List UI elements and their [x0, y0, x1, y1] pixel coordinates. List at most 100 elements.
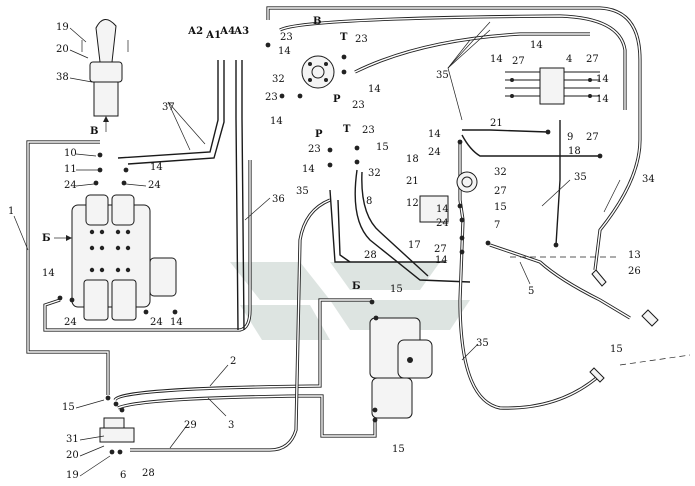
callout-14f: 14	[42, 268, 55, 279]
callout-31: 31	[66, 434, 79, 445]
callout-14h: 14	[428, 129, 441, 140]
callout-14b: 14	[368, 84, 381, 95]
callout-34b: 35	[436, 70, 449, 81]
callout-27d: 27	[586, 54, 599, 65]
port-label-t-mid: Т	[343, 124, 351, 135]
callout-38: 38	[56, 72, 69, 83]
pressure-gauge	[419, 171, 478, 223]
callout-4: 4	[566, 54, 572, 65]
callout-19: 19	[66, 470, 79, 481]
callout-25b: 24	[148, 180, 161, 191]
callout-25f: 24	[436, 218, 449, 229]
port-label-v-left: В	[90, 126, 98, 137]
callout-26: 26	[628, 266, 641, 277]
callout-16a: 15	[390, 284, 403, 295]
callout-15b: 15	[494, 202, 507, 213]
rotary-distributor	[301, 55, 335, 89]
callout-24a: 23	[280, 32, 293, 43]
callout-14m: 14	[596, 74, 609, 85]
callout-24b: 23	[355, 34, 368, 45]
callout-30b: 32	[368, 168, 381, 179]
callout-21: 20	[56, 44, 69, 55]
fittings	[57, 42, 603, 455]
port-label-a3: А3	[234, 26, 249, 37]
callout-16d: 15	[62, 402, 75, 413]
callout-14j: 14	[435, 255, 448, 266]
port-label-v-top: В	[313, 16, 321, 27]
callout-15a: 15	[376, 142, 389, 153]
callout-35: 35	[574, 172, 587, 183]
callout-23a: 21	[406, 176, 419, 187]
callout-33: 34	[642, 174, 655, 185]
callout-13: 13	[628, 250, 641, 261]
callout-14c: 14	[270, 116, 283, 127]
callout-27c: 27	[512, 56, 525, 67]
callout-34a: 35	[296, 186, 309, 197]
callout-14l: 14	[490, 54, 503, 65]
port-label-p-top: Р	[333, 94, 341, 105]
callout-8: 8	[366, 196, 372, 207]
callout-34c: 35	[476, 338, 489, 349]
callout-2: 2	[230, 356, 236, 367]
callout-24f: 23	[308, 144, 321, 155]
callout-12: 12	[406, 198, 419, 209]
callout-21b: 20	[66, 450, 79, 461]
callout-25d: 24	[150, 317, 163, 328]
callout-24c: 23	[352, 100, 365, 111]
port-label-b-left: Б	[42, 233, 51, 244]
callout-14g: 14	[170, 317, 183, 328]
callout-14d: 14	[302, 164, 315, 175]
right-end-fittings	[589, 269, 659, 383]
callout-7: 7	[494, 220, 500, 231]
callout-24d: 23	[265, 92, 278, 103]
callout-labels: 19 20 38 37 32 32 23 23 23 23 23 23 14 1…	[8, 22, 655, 481]
callout-25c: 24	[64, 317, 77, 328]
port-label-b-mid: Б	[352, 281, 361, 292]
callout-25a: 24	[64, 180, 77, 191]
callout-14i: 14	[436, 204, 449, 215]
callout-10: 10	[64, 148, 77, 159]
callout-16c: 15	[610, 344, 623, 355]
callout-3: 3	[228, 420, 234, 431]
callout-37: 37	[162, 102, 175, 113]
callout-27a: 27	[494, 186, 507, 197]
callout-leaders	[69, 27, 147, 477]
callout-32: 32	[494, 167, 507, 178]
callout-5: 5	[528, 286, 534, 297]
control-valve-block	[71, 194, 177, 321]
callout-29b: 28	[142, 468, 155, 479]
callout-14n: 14	[596, 94, 609, 105]
port-label-t-top: Т	[340, 32, 348, 43]
callout-25e: 24	[428, 147, 441, 158]
callout-17: 17	[408, 240, 421, 251]
callout-9: 9	[567, 132, 573, 143]
callout-27e: 27	[586, 132, 599, 143]
lower-valve-unit	[369, 317, 433, 419]
port-label-a2: А2	[188, 26, 203, 37]
callout-16b: 15	[392, 444, 405, 455]
callout-30a: 32	[272, 74, 285, 85]
callout-6: 6	[120, 470, 126, 481]
callout-14e: 14	[150, 162, 163, 173]
port-label-p-mid: Р	[315, 129, 323, 140]
watermark-logo	[230, 262, 470, 340]
callout-14k: 14	[530, 40, 543, 51]
callout-36: 36	[272, 194, 285, 205]
callout-18a: 18	[406, 154, 419, 165]
callout-1: 1	[8, 206, 14, 217]
callout-29a: 28	[364, 250, 377, 261]
callout-23b: 21	[490, 118, 503, 129]
callout-27b: 27	[434, 244, 447, 255]
port-label-a4: А4	[220, 26, 235, 37]
callout-28: 29	[184, 420, 197, 431]
bottom-valve-31	[99, 417, 135, 443]
callout-20: 19	[56, 22, 69, 33]
callout-11: 11	[64, 164, 77, 175]
hose-network	[26, 6, 691, 452]
callout-14a: 14	[278, 46, 291, 57]
callout-24e: 23	[362, 125, 375, 136]
leader-lines	[13, 21, 621, 449]
port-label-a1: А1	[206, 30, 221, 41]
joystick-lever	[81, 19, 129, 132]
